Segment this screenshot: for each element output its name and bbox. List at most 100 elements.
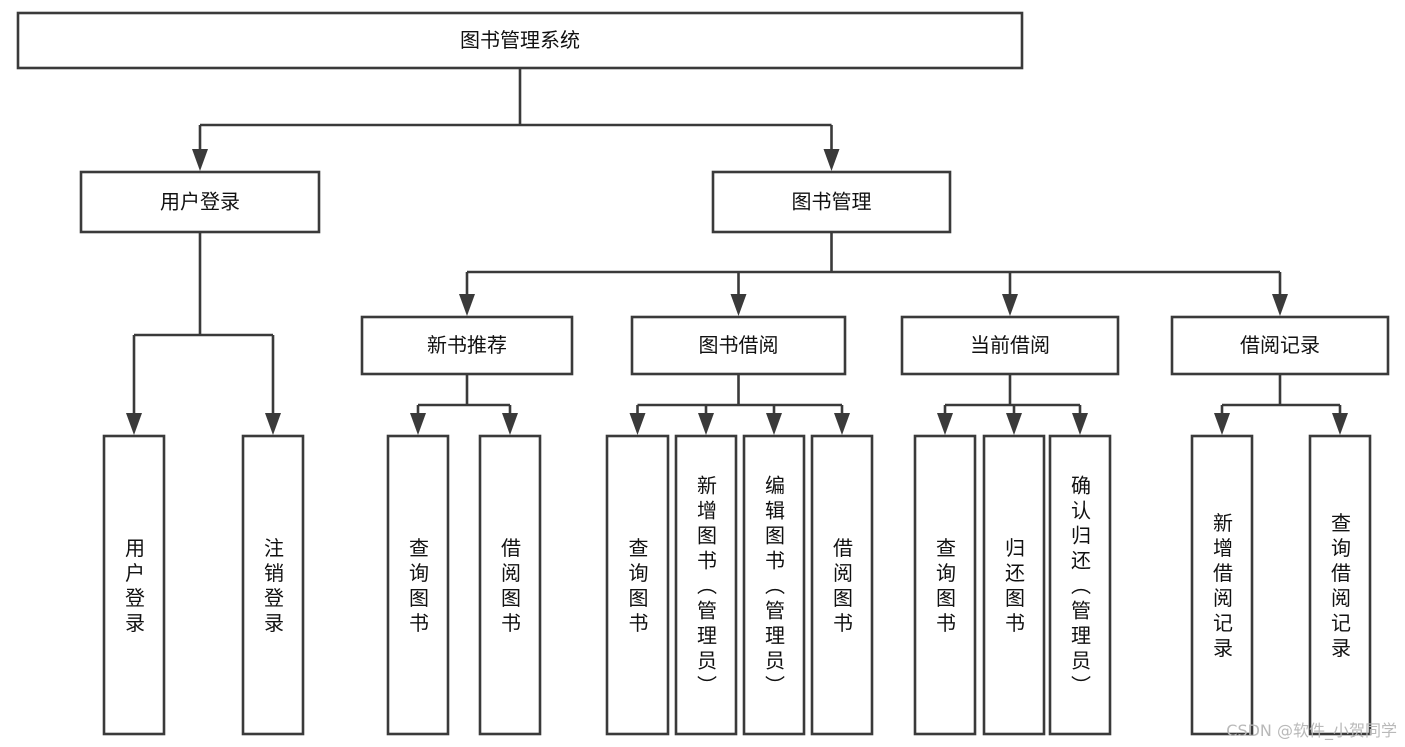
node-box[interactable] — [1048, 434, 1112, 736]
node-label-char: 管 — [697, 598, 717, 622]
node-label: 图书管理系统 — [460, 28, 580, 52]
node-label-char: 阅 — [1213, 586, 1233, 610]
node-label-char: 书 — [501, 611, 521, 635]
node-label-char: 记 — [1331, 611, 1351, 635]
node-l2_1[interactable]: 图书管理 — [711, 170, 952, 234]
node-label-char: 查 — [629, 536, 649, 560]
arrow-head-icon — [265, 413, 281, 435]
node-label-char: 认 — [1071, 498, 1091, 522]
node-label-char: 登 — [125, 586, 145, 610]
node-label-char: 询 — [1331, 536, 1351, 560]
node-label-char: （ — [695, 575, 719, 595]
node-label-char: 录 — [1331, 636, 1351, 660]
node-box[interactable] — [360, 315, 574, 376]
node-label-char: 理 — [765, 623, 785, 647]
node-label-char: 查 — [1331, 511, 1351, 535]
node-label: 图书管理 — [792, 190, 872, 214]
node-label-char: （ — [763, 575, 787, 595]
arrow-head-icon — [1002, 294, 1018, 316]
nodes-layer: 图书管理系统用户登录图书管理新书推荐图书借阅当前借阅借阅记录用户登录注销登录查询… — [16, 11, 1390, 736]
node-label-char: 查 — [409, 536, 429, 560]
node-label-char: 阅 — [1331, 586, 1351, 610]
node-l3_3[interactable]: 借阅记录 — [1170, 315, 1390, 376]
node-label: 借阅记录 — [1240, 333, 1320, 357]
node-box[interactable] — [1190, 434, 1254, 736]
arrow-head-icon — [192, 149, 208, 171]
node-box[interactable] — [79, 170, 321, 234]
node-label-char: 还 — [1005, 561, 1025, 585]
node-box[interactable] — [674, 434, 738, 736]
node-box[interactable] — [386, 434, 450, 736]
node-u0[interactable]: 用户登录 — [102, 434, 166, 736]
node-box[interactable] — [913, 434, 977, 736]
arrow-head-icon — [1332, 413, 1348, 435]
node-label-char: 员 — [765, 648, 785, 672]
node-label-char: 管 — [765, 598, 785, 622]
node-label-char: 借 — [1213, 561, 1233, 585]
node-label-char: 图 — [409, 586, 429, 610]
node-box[interactable] — [810, 434, 874, 736]
node-label-char: 图 — [936, 586, 956, 610]
node-box[interactable] — [1308, 434, 1372, 736]
node-l2_0[interactable]: 用户登录 — [79, 170, 321, 234]
arrow-head-icon — [834, 413, 850, 435]
node-l3_0[interactable]: 新书推荐 — [360, 315, 574, 376]
node-label-char: 用 — [125, 536, 145, 560]
node-label-char: 录 — [1213, 636, 1233, 660]
node-label-char: 书 — [697, 548, 717, 572]
arrow-head-icon — [126, 413, 142, 435]
node-label-char: 图 — [697, 523, 717, 547]
node-label-char: ） — [695, 675, 719, 695]
node-label-char: 还 — [1071, 548, 1091, 572]
arrow-head-icon — [502, 413, 518, 435]
arrow-head-icon — [629, 413, 646, 435]
node-label-char: 阅 — [501, 561, 521, 585]
node-label-char: 询 — [936, 561, 956, 585]
node-box[interactable] — [102, 434, 166, 736]
node-label-char: 图 — [833, 586, 853, 610]
node-box[interactable] — [630, 315, 847, 376]
node-box[interactable] — [711, 170, 952, 234]
node-box[interactable] — [1170, 315, 1390, 376]
node-box[interactable] — [241, 434, 305, 736]
arrow-head-icon — [823, 149, 840, 171]
node-label-char: 阅 — [833, 561, 853, 585]
node-box[interactable] — [16, 11, 1024, 70]
node-label-char: 询 — [409, 561, 429, 585]
node-box[interactable] — [742, 434, 806, 736]
node-label-char: （ — [1069, 575, 1093, 595]
node-l3_1[interactable]: 图书借阅 — [630, 315, 847, 376]
node-root[interactable]: 图书管理系统 — [16, 11, 1024, 70]
node-label: 当前借阅 — [970, 333, 1050, 357]
arrow-head-icon — [730, 294, 747, 316]
node-box[interactable] — [982, 434, 1046, 736]
node-label-char: 图 — [1005, 586, 1025, 610]
arrow-head-icon — [698, 413, 714, 435]
arrow-head-icon — [1072, 413, 1088, 435]
node-label-char: 注 — [264, 536, 284, 560]
node-label-char: 图 — [501, 586, 521, 610]
node-l3_2[interactable]: 当前借阅 — [900, 315, 1120, 376]
node-box[interactable] — [605, 434, 670, 736]
node-label-char: 增 — [697, 498, 717, 522]
node-label-char: 记 — [1213, 611, 1233, 635]
node-label-char: 书 — [936, 611, 956, 635]
node-box[interactable] — [900, 315, 1120, 376]
node-box[interactable] — [478, 434, 542, 736]
node-label-char: ） — [1069, 675, 1093, 695]
node-label-char: 归 — [1005, 536, 1025, 560]
